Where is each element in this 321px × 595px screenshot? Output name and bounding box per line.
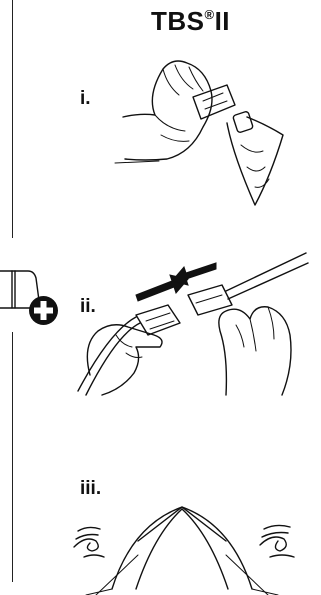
registered-mark: ® bbox=[204, 7, 214, 22]
title-suffix: II bbox=[215, 6, 230, 36]
plus-circle-icon[interactable] bbox=[29, 296, 58, 325]
margin-rule-bottom bbox=[12, 332, 13, 582]
page-title: TBS®II bbox=[0, 6, 321, 37]
side-tab[interactable] bbox=[0, 266, 66, 326]
illustration-step-3-tent-in-wind bbox=[72, 495, 321, 595]
title-main: TBS bbox=[151, 6, 205, 36]
step-label-1: i. bbox=[80, 88, 91, 110]
illustration-step-2-connect-buckle bbox=[76, 235, 316, 405]
illustration-step-1-buckle-in-hand bbox=[115, 55, 305, 205]
